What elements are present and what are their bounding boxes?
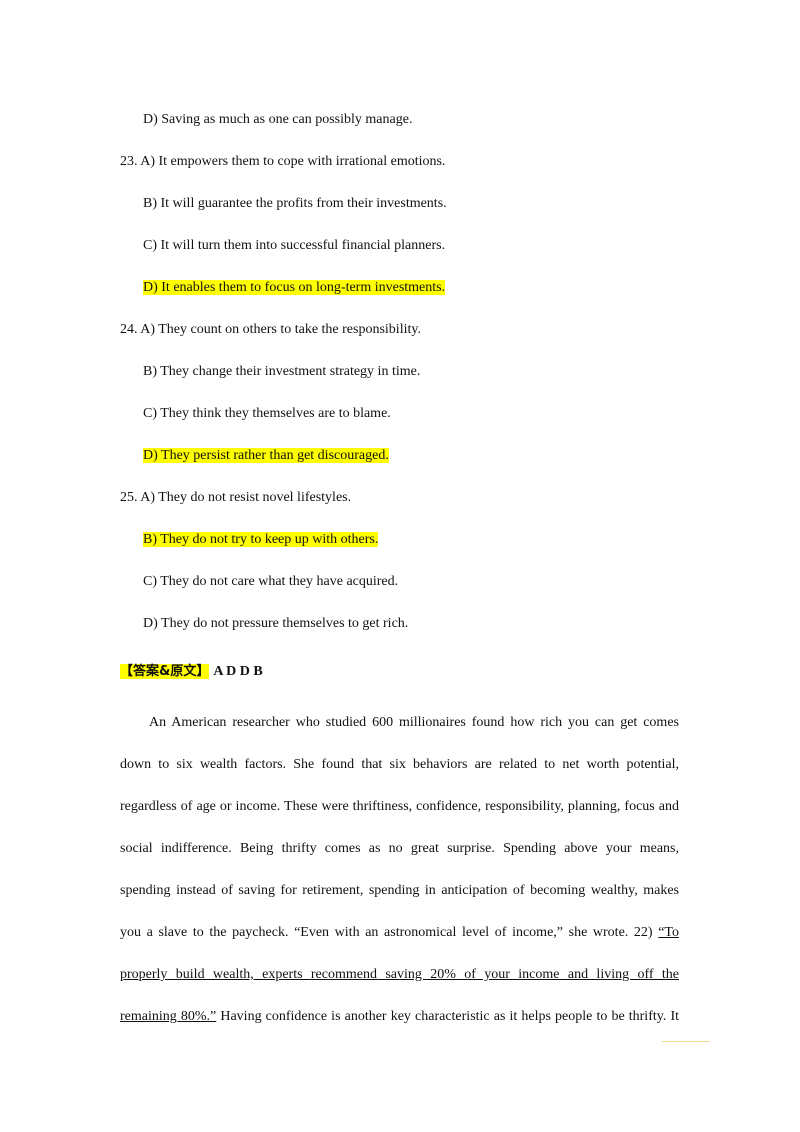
answer-key: A D D B <box>213 664 263 679</box>
underlined-answer-text: “To <box>658 925 679 940</box>
passage-line: you a slave to the paycheck. “Even with … <box>120 924 679 942</box>
option-25-b-highlighted: B) They do not try to keep up with other… <box>143 531 379 549</box>
option-25-c: C) They do not care what they have acqui… <box>143 574 399 589</box>
option-25-d: D) They do not pressure themselves to ge… <box>143 616 409 631</box>
option-23-b: B) It will guarantee the profits from th… <box>143 196 447 211</box>
option-24-b: B) They change their investment strategy… <box>143 364 421 379</box>
option-24-c: C) They think they themselves are to bla… <box>143 406 391 421</box>
passage-text: you a slave to the paycheck. “Even with … <box>120 925 659 940</box>
underlined-answer-text: properly build wealth, experts recommend… <box>120 967 679 982</box>
answer-heading: 【答案&原文】A D D B <box>120 663 263 681</box>
option-23-d-highlighted: D) It enables them to focus on long-term… <box>143 279 446 297</box>
option-24-d-highlighted: D) They persist rather than get discoura… <box>143 447 389 465</box>
option-23-c: C) It will turn them into successful fin… <box>143 238 446 253</box>
option-22-d: D) Saving as much as one can possibly ma… <box>143 112 413 127</box>
passage-line: down to six wealth factors. She found th… <box>120 757 679 772</box>
footer-divider <box>662 1041 710 1042</box>
passage-text: Having confidence is another key charact… <box>216 1009 679 1024</box>
passage-line: properly build wealth, experts recommend… <box>120 966 679 984</box>
option-25-a: 25. A) They do not resist novel lifestyl… <box>120 490 352 505</box>
passage-line: social indifference. Being thrifty comes… <box>120 841 679 856</box>
underlined-answer-text: remaining 80%.” <box>120 1009 217 1024</box>
answer-tag: 【答案&原文】 <box>120 664 210 679</box>
passage-line: regardless of age or income. These were … <box>120 799 679 814</box>
option-24-a: 24. A) They count on others to take the … <box>120 322 421 337</box>
highlight: D) It enables them to focus on long-term… <box>143 280 446 295</box>
highlight: B) They do not try to keep up with other… <box>143 532 379 547</box>
option-23-a: 23. A) It empowers them to cope with irr… <box>120 154 446 169</box>
passage-line: An American researcher who studied 600 m… <box>149 715 679 730</box>
highlight: D) They persist rather than get discoura… <box>143 448 389 463</box>
passage-line: spending instead of saving for retiremen… <box>120 883 679 898</box>
passage-line: remaining 80%.” Having confidence is ano… <box>120 1008 679 1026</box>
